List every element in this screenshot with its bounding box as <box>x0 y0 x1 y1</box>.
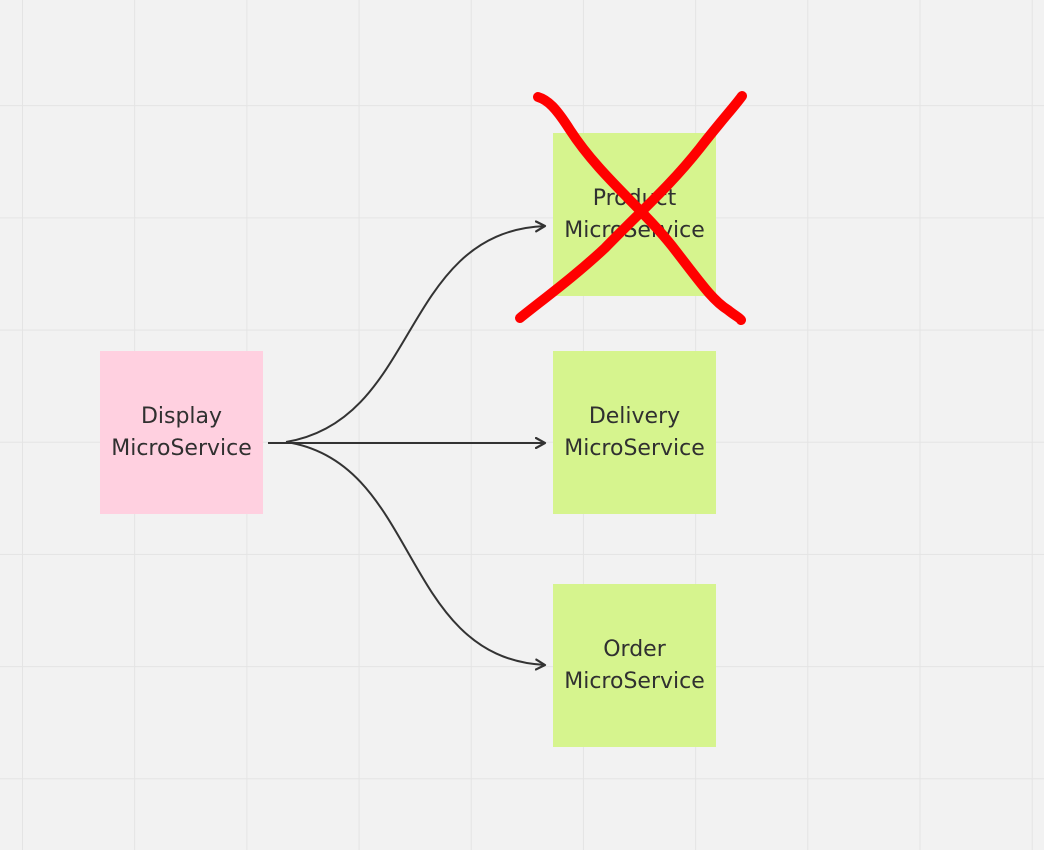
sticky-note-order-line1: Order <box>603 636 666 662</box>
sticky-note-display[interactable]: Display MicroService <box>100 351 263 514</box>
sticky-note-delivery[interactable]: Delivery MicroService <box>553 351 716 514</box>
sticky-note-display-line2: MicroService <box>111 435 252 461</box>
sticky-note-delivery-line2: MicroService <box>564 435 705 461</box>
connector-display-to-order[interactable] <box>285 441 545 665</box>
connector-display-to-product[interactable] <box>285 226 545 443</box>
sticky-note-product-line2: MicroService <box>564 217 705 243</box>
sticky-note-order-text: Order MicroService <box>564 634 705 698</box>
sticky-note-display-text: Display MicroService <box>111 401 252 465</box>
sticky-note-order-line2: MicroService <box>564 668 705 694</box>
sticky-note-product-text: Product MicroService <box>564 183 705 247</box>
sticky-note-display-line1: Display <box>140 403 223 429</box>
sticky-note-delivery-text: Delivery MicroService <box>564 401 705 465</box>
sticky-note-delivery-line1: Delivery <box>588 403 681 429</box>
sticky-note-order[interactable]: Order MicroService <box>553 584 716 747</box>
sticky-note-product-line1: Product <box>592 185 677 211</box>
sticky-note-product[interactable]: Product MicroService <box>553 133 716 296</box>
